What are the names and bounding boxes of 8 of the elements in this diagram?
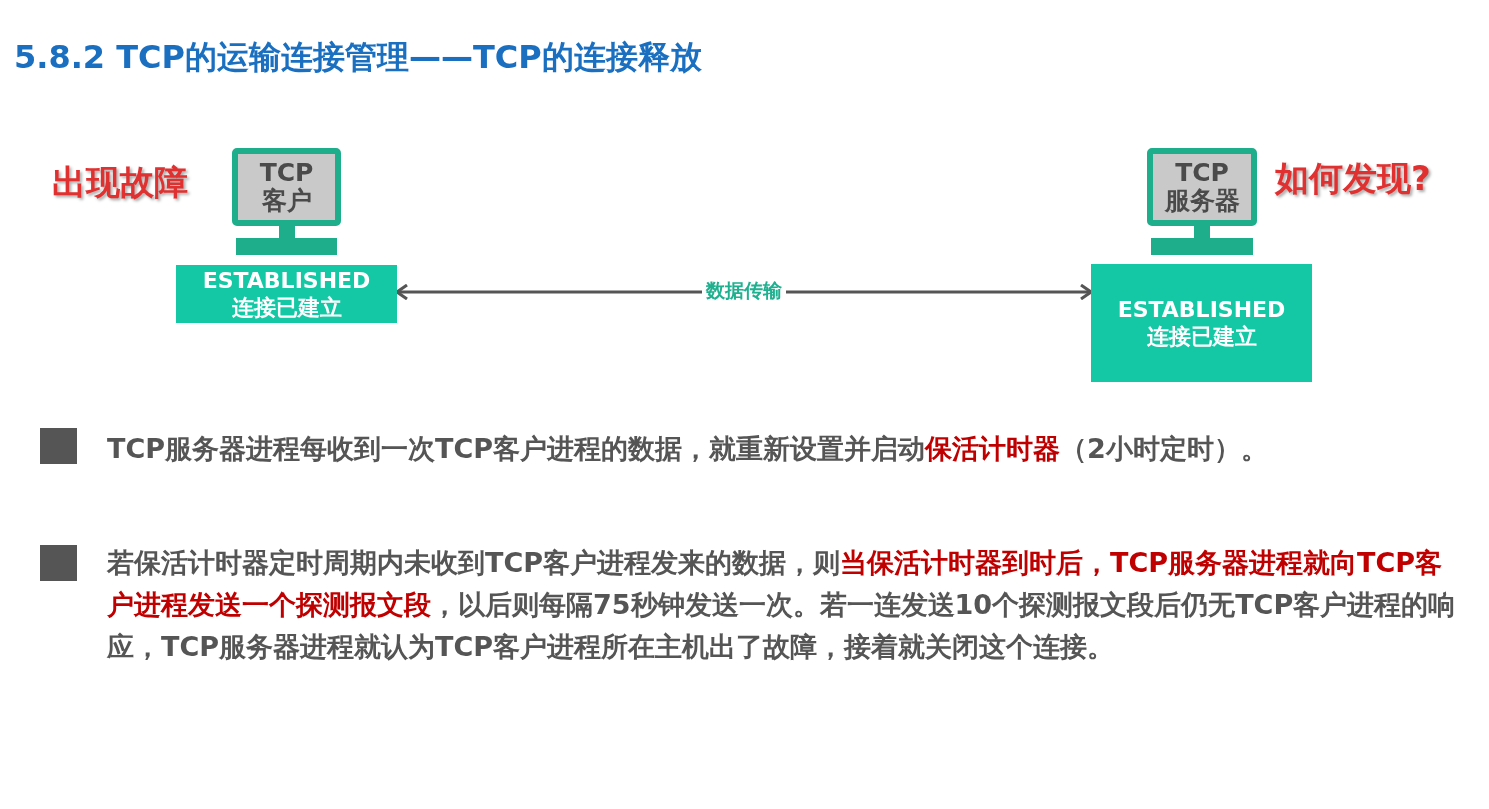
state-box: ESTABLISHED 连接已建立 — [1091, 264, 1312, 382]
slide-title: 5.8.2 TCP的运输连接管理——TCP的连接释放 — [14, 37, 702, 78]
question-text: 如何发现? — [1275, 157, 1431, 200]
bullet-text: 若保活计时器定时周期内未收到TCP客户进程发来的数据，则当保活计时器到时后，TCP服务器进程就向TCP客户进程发送一个探测报文段，以后则每隔75秒钟发送一次。若一连发送10个探测报文段后仍无TCP客户进程的响应，TCP服务器进程就认为TCP客户进程所在主机出了故障，接着就关闭这个连接。 — [107, 546, 1457, 664]
warning-text: 出现故障 — [52, 161, 188, 204]
edge-label: 数据传输 — [702, 278, 786, 304]
state-box: ESTABLISHED 连接已建立 — [176, 265, 397, 323]
bullet-text: TCP服务器进程每收到一次TCP客户进程的数据，就重新设置并启动保活计时器（2小时定时）。 — [107, 432, 1269, 466]
